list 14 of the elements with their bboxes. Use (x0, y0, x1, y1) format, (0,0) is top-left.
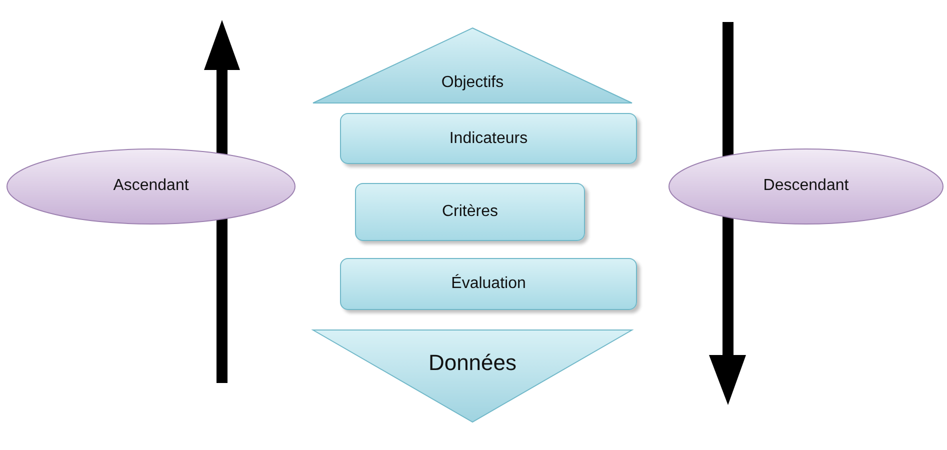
ellipse-shape (668, 148, 944, 225)
shape-label: Critères (440, 203, 499, 222)
shape-label: Évaluation (450, 275, 527, 294)
up-triangle (313, 28, 632, 105)
shape-label: Descendant (762, 176, 850, 195)
rounded-box (340, 258, 637, 310)
rounded-box (340, 113, 637, 164)
down-triangle (313, 330, 632, 422)
rounded-box (355, 183, 585, 241)
shape-label: Ascendant (112, 176, 190, 195)
ellipse-shape (6, 148, 296, 225)
shape-label: Données (427, 350, 518, 376)
shape-label: Indicateurs (448, 130, 529, 148)
shape-label: Objectifs (440, 74, 505, 92)
